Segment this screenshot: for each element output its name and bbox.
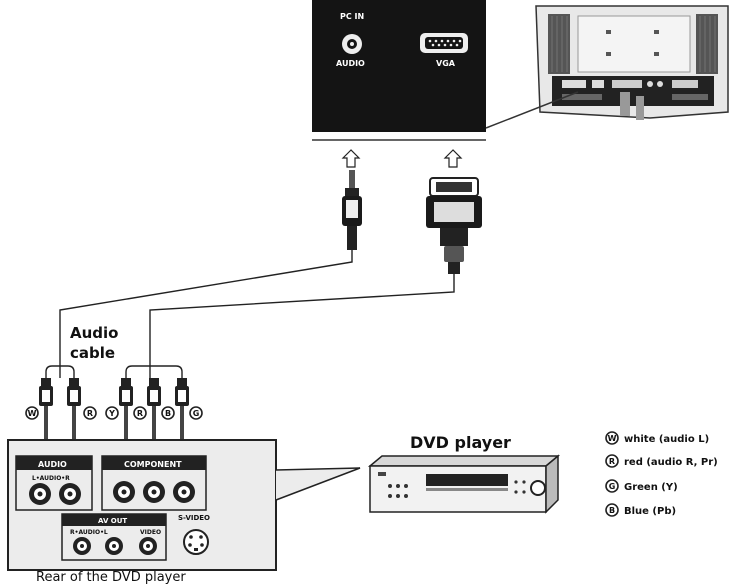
up-arrow-icon <box>443 149 463 168</box>
rca-plug-icon <box>147 378 161 440</box>
rca-plugs <box>39 378 189 440</box>
legend-letter: B <box>609 506 615 515</box>
legend-letter: G <box>609 482 616 491</box>
tv-input-panel: PC IN AUDIO VGA <box>312 0 486 132</box>
plug-letter-audio-right: R <box>87 409 93 418</box>
rca-plug-icon <box>67 378 81 440</box>
legend-item: W white (audio L) <box>605 431 709 445</box>
plug-letter-comp-2: R <box>137 409 143 418</box>
rear-avout-audio-label: R•AUDIO•L <box>70 529 108 536</box>
vga-label: VGA <box>436 59 456 68</box>
legend-text: white (audio L) <box>624 434 709 445</box>
legend-letter: R <box>609 457 615 466</box>
dvd-player-icon <box>367 454 561 514</box>
component-out-jacks <box>113 481 195 503</box>
rear-audio-sublabel: L•AUDIO•R <box>32 475 70 482</box>
rear-panel-caption: Rear of the DVD player <box>36 570 186 584</box>
svideo-port-icon <box>183 529 209 555</box>
audio-cable-label-line1: Audio <box>70 324 118 342</box>
legend-item: B Blue (Pb) <box>605 503 676 517</box>
rear-svideo-label: S-VIDEO <box>178 514 210 522</box>
legend-text: Green (Y) <box>624 482 678 493</box>
audio-plug-icon <box>342 170 362 250</box>
plug-letter-comp-3: B <box>165 409 171 418</box>
audio-in-label: AUDIO <box>336 59 365 68</box>
plug-letter-audio-left: W <box>28 409 37 418</box>
legend-letter: W <box>608 434 617 443</box>
audio-out-jacks <box>29 483 81 505</box>
up-arrow-icon <box>341 149 361 168</box>
legend-text: Blue (Pb) <box>624 506 676 517</box>
rca-plug-icon <box>175 378 189 440</box>
dvd-player-title: DVD player <box>410 433 511 452</box>
vga-cable <box>125 272 455 378</box>
plug-letter-comp-4: G <box>193 409 200 418</box>
dvd-rear-panel: AUDIO L•AUDIO•R COMPONENT AV OUT R•AUDIO… <box>7 439 361 571</box>
rear-component-label: COMPONENT <box>124 460 182 469</box>
legend-item: G Green (Y) <box>605 479 678 493</box>
rear-avout-label: AV OUT <box>98 517 127 525</box>
plug-letter-comp-1: Y <box>108 409 115 418</box>
rca-plug-icon <box>39 378 53 440</box>
monitor-rear-view <box>535 5 729 120</box>
rca-plug-icon <box>119 378 133 440</box>
vga-plug-icon <box>426 177 482 274</box>
legend-text: red (audio R, Pr) <box>624 457 718 468</box>
legend-item: R red (audio R, Pr) <box>605 454 718 468</box>
rear-avout-video-label: VIDEO <box>140 529 161 536</box>
audio-cable <box>45 250 353 378</box>
rear-audio-label: AUDIO <box>38 460 67 469</box>
pc-in-label: PC IN <box>340 12 364 21</box>
av-out-jacks <box>73 537 157 555</box>
audio-cable-label-line2: cable <box>70 344 115 362</box>
plug-letter-badges: W R Y R B G <box>25 406 203 420</box>
color-legend: W white (audio L) R red (audio R, Pr) G … <box>605 431 718 517</box>
